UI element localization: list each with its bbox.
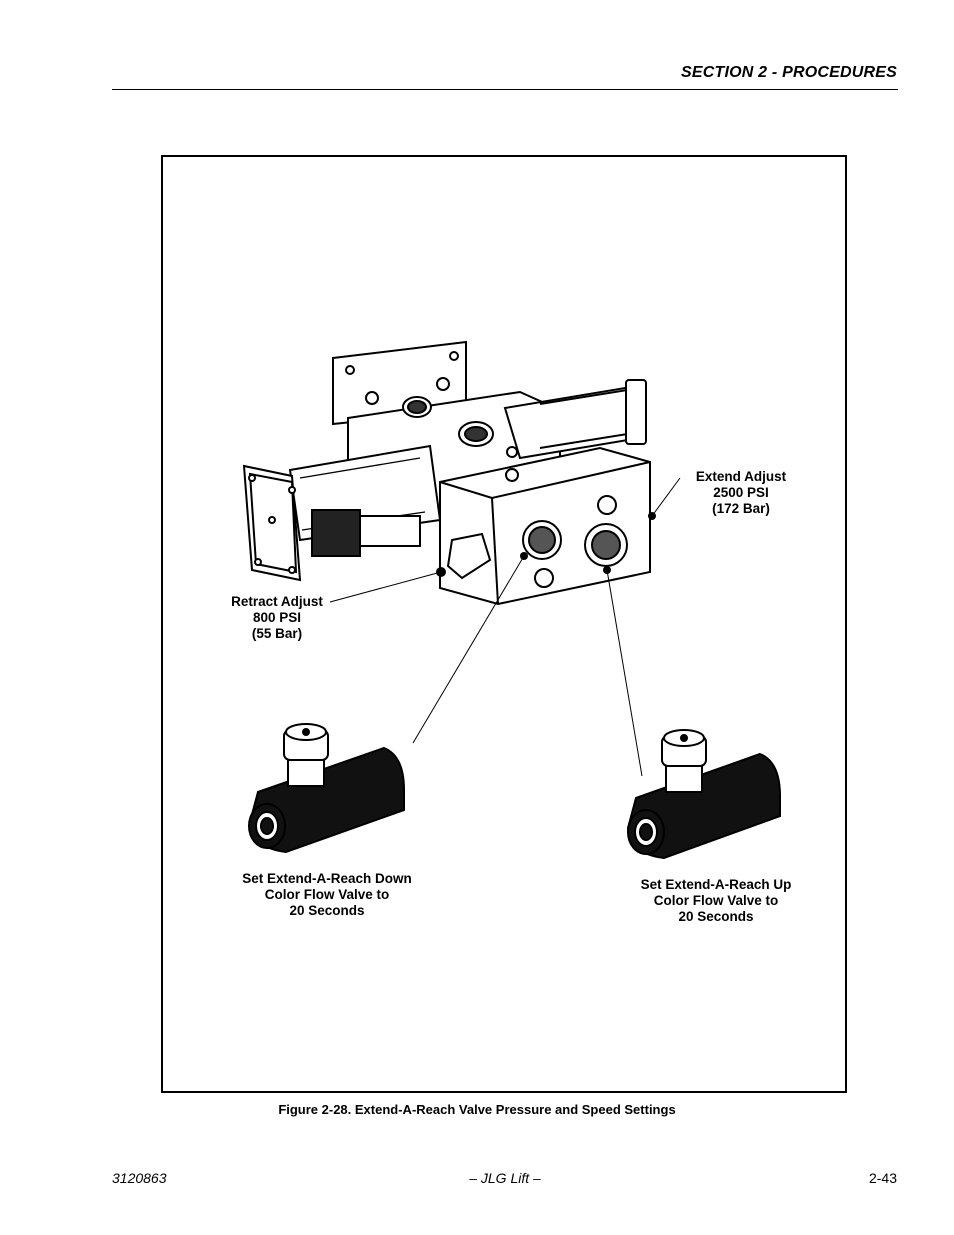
extend-adjust-callout: Extend Adjust 2500 PSI (172 Bar) xyxy=(695,469,787,516)
reach-up-flow-callout: Set Extend-A-Reach Up Color Flow Valve t… xyxy=(640,877,792,924)
header-rule xyxy=(112,89,898,90)
reach-down-flow-callout: Set Extend-A-Reach Down Color Flow Valve… xyxy=(242,871,412,918)
section-title: SECTION 2 - PROCEDURES xyxy=(681,64,897,81)
doc-number: 3120863 xyxy=(112,1170,167,1186)
page-number: 2-43 xyxy=(868,1170,897,1186)
figure-caption: Figure 2-28. Extend-A-Reach Valve Pressu… xyxy=(278,1102,676,1117)
retract-adjust-callout: Retract Adjust 800 PSI (55 Bar) xyxy=(231,594,323,641)
figure-frame xyxy=(161,155,847,1093)
publisher: – JLG Lift – xyxy=(469,1170,541,1186)
